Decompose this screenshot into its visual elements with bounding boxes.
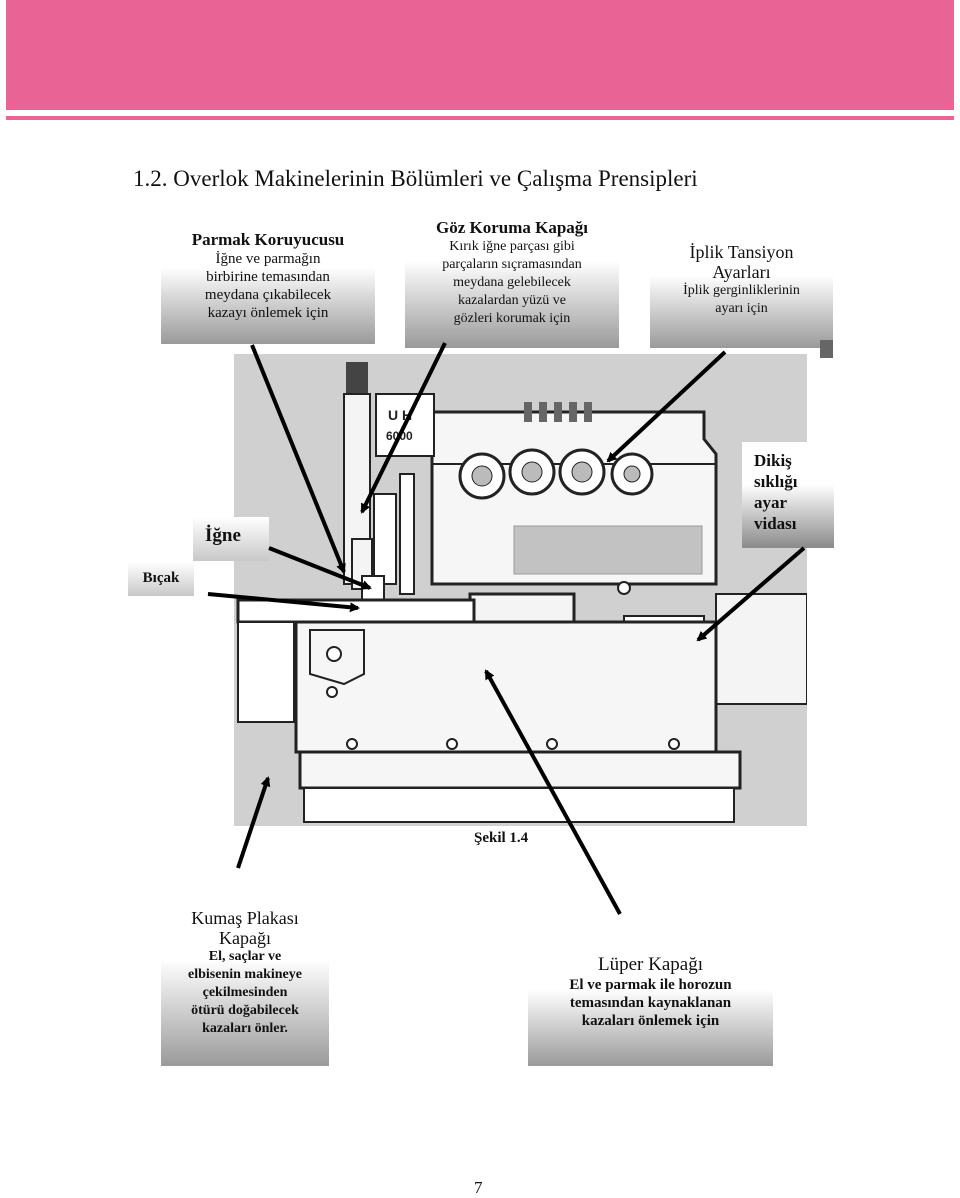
callout-looper-cover: Lüper Kapağı El ve parmak ile horozun te…: [528, 948, 773, 1066]
callout-title: Parmak Koruyucusu: [191, 230, 345, 249]
header-rule: [6, 116, 954, 120]
callout-title: Lüper Kapağı: [598, 954, 703, 975]
arrow-knife: [207, 592, 360, 613]
callout-title: İplik Tansiyon: [689, 242, 794, 262]
arrow-looper-cover: [484, 669, 622, 915]
callout-title: sıklığı: [754, 472, 798, 491]
overlock-machine-illustration: U H 6000: [234, 354, 807, 826]
callout-eye-guard: Göz Koruma Kapağı Kırık iğne parçası gib…: [405, 214, 619, 348]
callout-fabric-plate-cover: Kumaş Plakası Kapağı El, saçlar ve elbis…: [161, 902, 329, 1066]
callout-title: Kumaş Plakası: [191, 908, 299, 928]
callout-desc-line: kazaları önlemek için: [581, 1013, 720, 1029]
callout-desc-line: parçaların sıçramasından: [442, 257, 582, 272]
callout-stitch-length: Dikiş sıklığı ayar vidası: [742, 442, 834, 548]
callout-title: vidası: [754, 514, 797, 533]
label-needle-text: İğne: [205, 525, 241, 546]
callout-desc-line: kazaları önler.: [202, 1021, 288, 1036]
callout-desc-line: El ve parmak ile horozun: [569, 977, 732, 993]
callout-desc-line: meydana gelebilecek: [453, 275, 571, 290]
arrow-thread-tension: [606, 350, 727, 463]
callout-title: ayar: [754, 493, 788, 512]
figure-caption: Şekil 1.4: [474, 830, 529, 846]
callout-desc-line: ötürü doğabilecek: [191, 1003, 299, 1018]
callout-desc-line: birbirine temasından: [206, 269, 330, 285]
arrow-eye-guard: [360, 342, 447, 514]
callout-desc-line: İğne ve parmağın: [215, 251, 321, 267]
page-title: 1.2. Overlok Makinelerinin Bölümleri ve …: [133, 166, 698, 191]
arrow-stitch-length: [696, 546, 806, 642]
callout-desc-line: çekilmesinden: [202, 985, 288, 1000]
callout-desc-line: ayarı için: [715, 301, 768, 316]
page-number: 7: [474, 1178, 483, 1197]
arrow-finger-guard: [250, 344, 346, 574]
callout-desc-line: kazayı önlemek için: [207, 305, 329, 321]
callout-desc-line: Kırık iğne parçası gibi: [449, 239, 575, 254]
callout-title: Göz Koruma Kapağı: [435, 218, 589, 237]
callout-finger-guard: Parmak Koruyucusu İğne ve parmağın birbi…: [161, 226, 375, 344]
label-knife: Bıçak: [128, 562, 194, 596]
arrow-needle: [268, 546, 372, 590]
label-knife-text: Bıçak: [142, 570, 180, 586]
callout-shadow: [820, 340, 833, 358]
callout-desc-line: meydana çıkabilecek: [204, 287, 332, 303]
arrow-fabric-plate: [236, 776, 271, 869]
callout-desc-line: elbisenin makineye: [188, 967, 302, 982]
callout-title: Kapağı: [219, 928, 271, 948]
callout-title: Dikiş: [754, 451, 792, 470]
callout-desc-line: El, saçlar ve: [208, 949, 282, 964]
callout-desc-line: İplik gerginliklerinin: [683, 283, 800, 298]
callout-desc-line: kazalardan yüzü ve: [457, 293, 567, 308]
label-needle: İğne: [193, 517, 269, 561]
callout-title: Ayarları: [712, 262, 771, 282]
header-bar: [6, 0, 954, 110]
callout-desc-line: temasından kaynaklanan: [569, 995, 732, 1011]
callout-desc-line: gözleri korumak için: [453, 311, 571, 326]
callout-thread-tension: İplik Tansiyon Ayarları İplik gerginlikl…: [650, 236, 833, 348]
